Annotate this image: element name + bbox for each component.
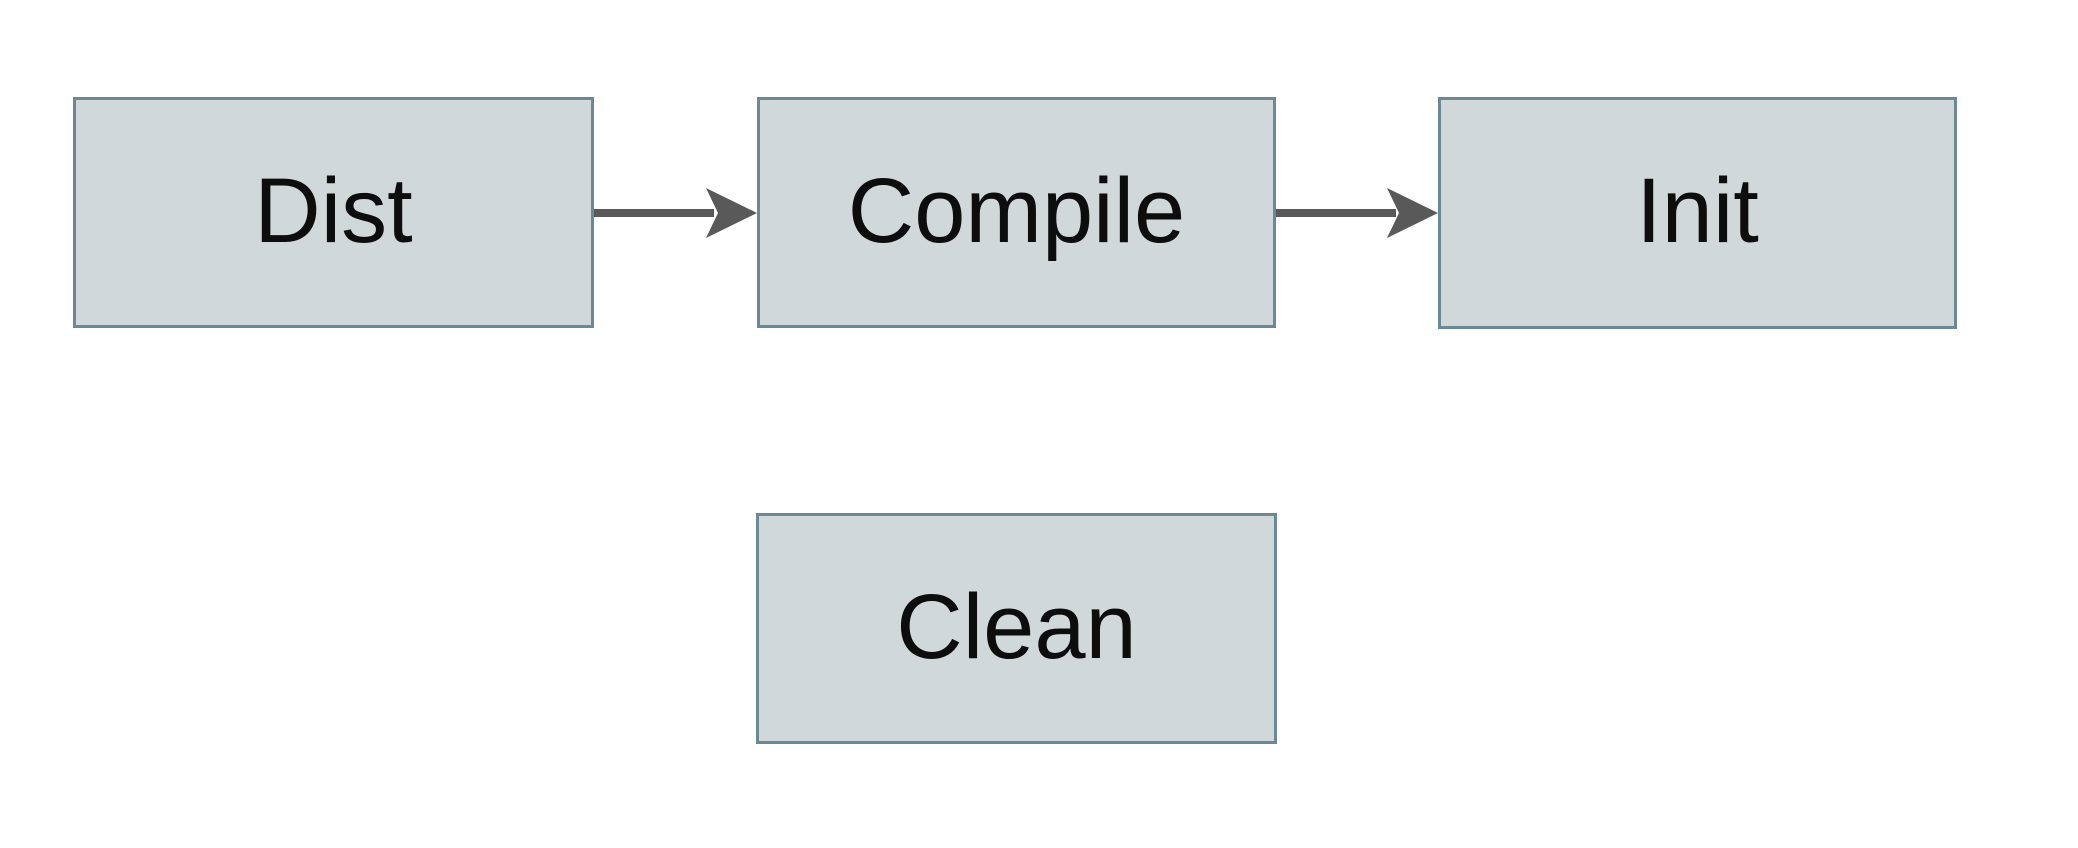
node-init-label: Init — [1636, 160, 1759, 262]
node-dist-label: Dist — [254, 159, 413, 262]
node-clean-label: Clean — [896, 575, 1137, 678]
arrow-dist-to-compile — [594, 188, 757, 238]
node-compile: Compile — [757, 97, 1276, 328]
node-dist: Dist — [73, 97, 594, 328]
node-clean: Clean — [756, 513, 1277, 744]
node-compile-label: Compile — [847, 159, 1186, 262]
node-init: Init — [1438, 97, 1957, 329]
arrow-compile-to-init — [1276, 188, 1438, 238]
